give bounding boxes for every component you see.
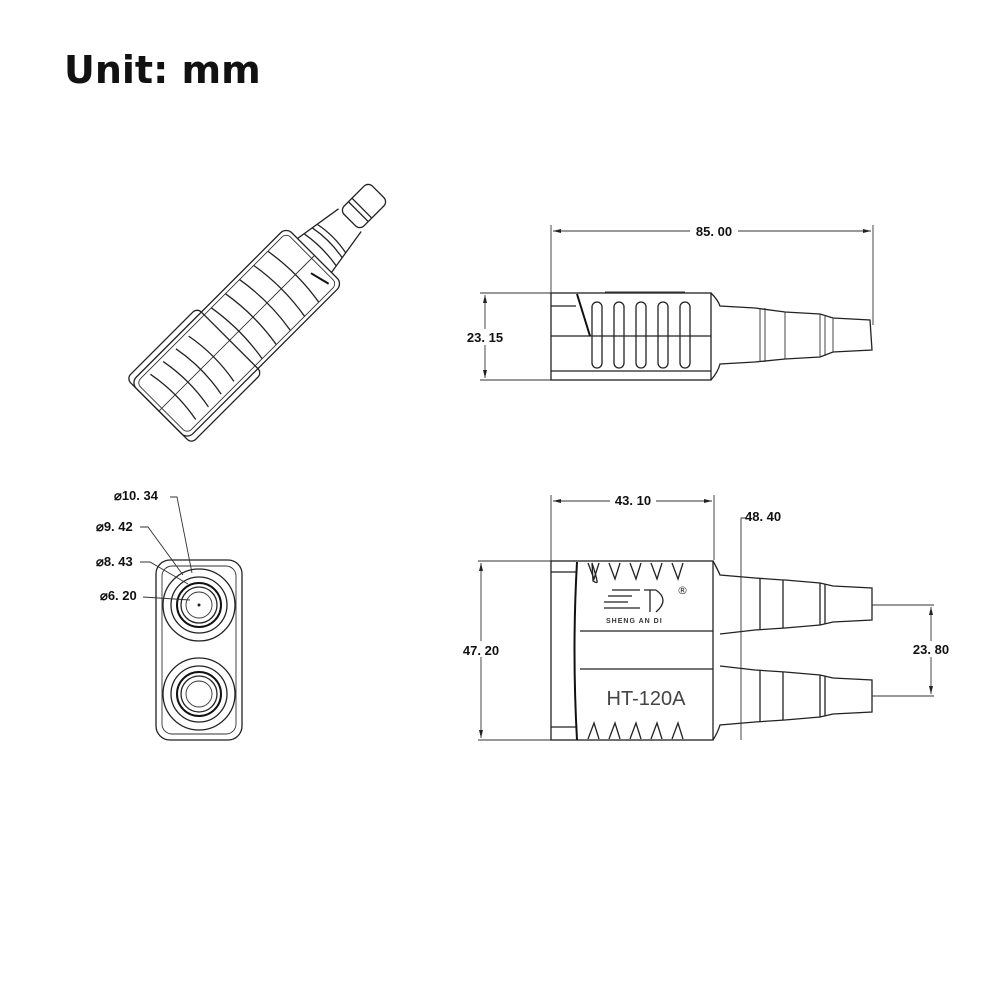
pin-spacing-dim-label: 23. 80 [913,642,949,657]
overall-dim-label: 48. 40 [745,509,781,524]
end-view: ⌀10. 34 ⌀9. 42 ⌀8. 43 ⌀6. 20 [96,488,243,741]
top-view: 43. 10 48. 40 47. 20 SHENG AN [457,492,954,741]
upper-terminal [162,568,236,642]
model-label: HT-120A [607,688,687,710]
brand-text: SHENG AN DI [606,618,663,625]
upper-cable-tail [712,560,873,635]
diameter-8-43-label: ⌀8. 43 [96,554,133,569]
lower-terminal [162,657,236,731]
isometric-view [128,183,387,442]
diameter-10-34-label: ⌀10. 34 [114,488,159,503]
lower-cable-tail [712,665,873,741]
diameter-6-20-label: ⌀6. 20 [100,588,137,603]
width-dim-label: 47. 20 [463,643,499,658]
length-dim-label: 85. 00 [696,224,732,239]
registered-mark: ® [677,584,688,597]
height-dim-label: 23. 15 [467,330,503,345]
diameter-9-42-label: ⌀9. 42 [96,519,133,534]
side-view: 85. 00 23. 15 [462,222,874,381]
body-length-dim-label: 43. 10 [615,493,651,508]
unit-label: Unit: mm [64,48,261,92]
brand-logo: SHENG AN DI ® [604,584,688,625]
